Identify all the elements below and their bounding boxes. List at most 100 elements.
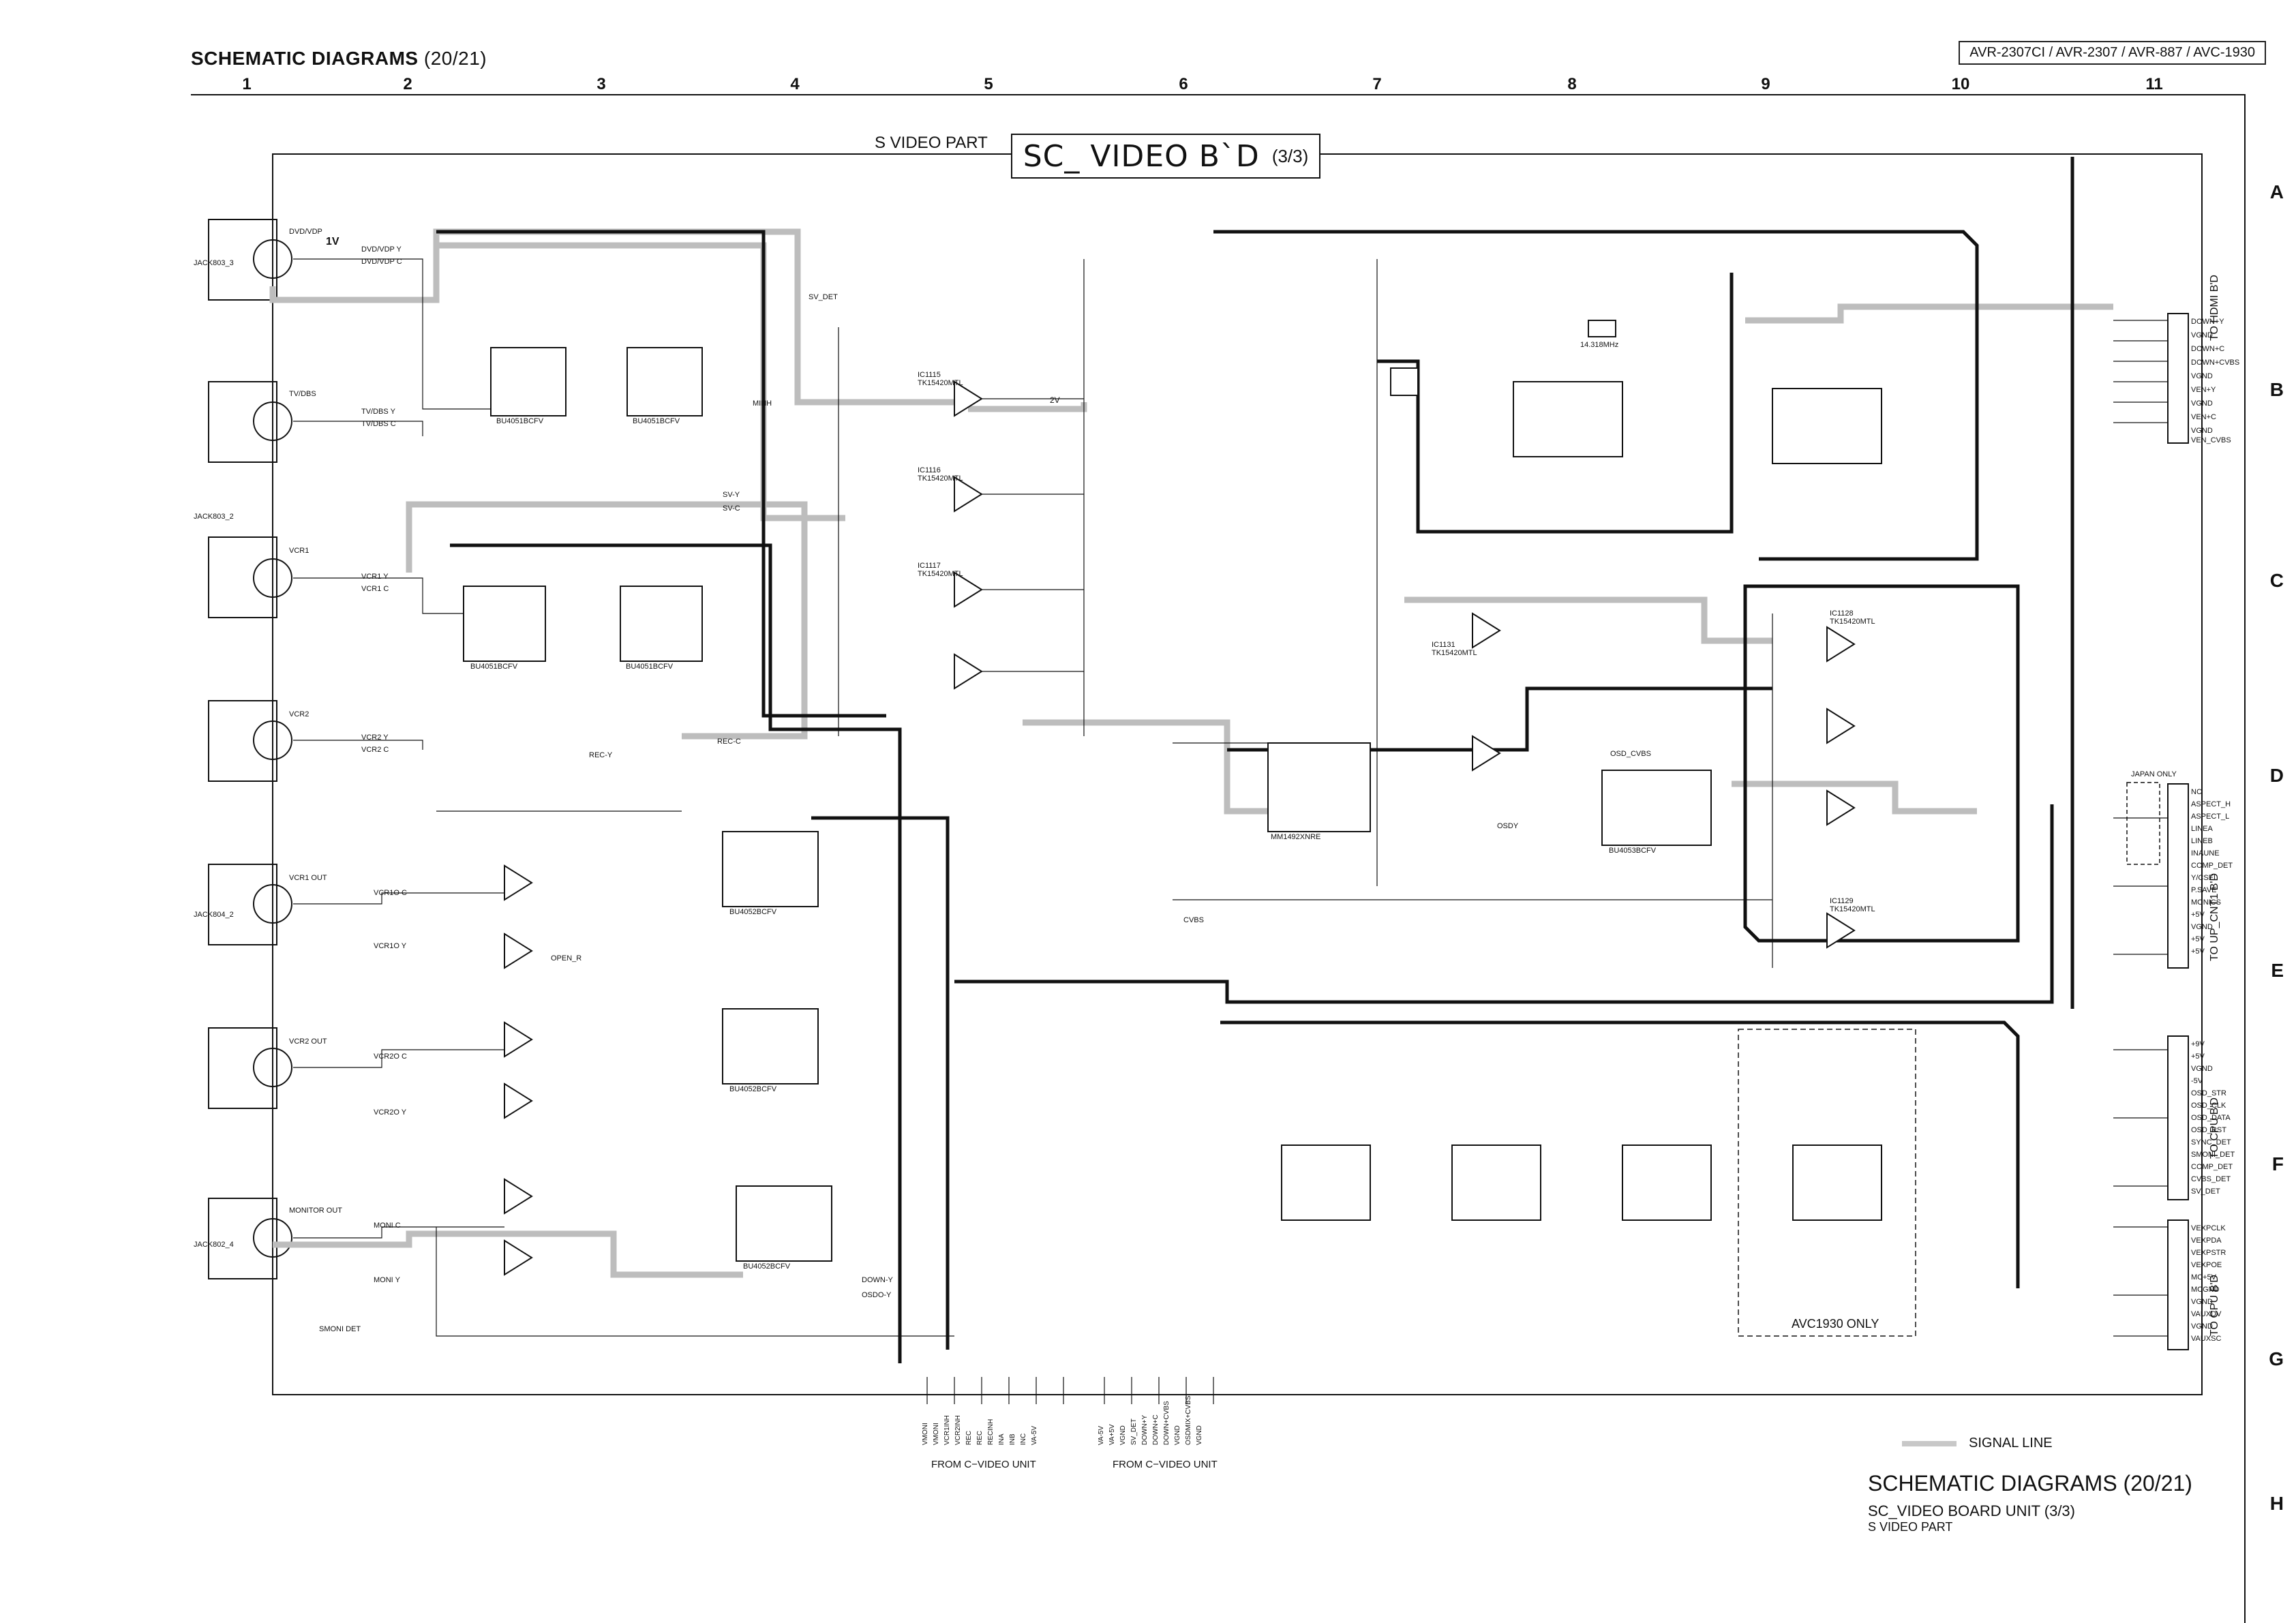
ic-label: TK15420MTL — [1830, 618, 1875, 626]
pin-label: VEN_CVBS — [2191, 436, 2231, 444]
pin-label: DOWN+CVBS — [1163, 1401, 1170, 1445]
pin-label: VAUXSC — [2191, 1335, 2222, 1343]
ic-ref: IC1128 — [1830, 609, 1854, 618]
pin-label: VGND — [2191, 1065, 2213, 1073]
crystal-label: 14.318MHz — [1580, 341, 1619, 349]
pin-label: REC — [976, 1430, 984, 1445]
pin-label: DOWN+C — [2191, 345, 2225, 353]
pin-label: +9V — [2191, 1040, 2205, 1048]
row-label: A — [2269, 181, 2284, 202]
pin-label: CVBS_DET — [2191, 1175, 2231, 1183]
net-label: REC-C — [717, 738, 741, 746]
bottom-connector-label: FROM C−VIDEO UNIT — [1113, 1459, 1218, 1470]
net-label: OSDY — [1497, 822, 1519, 830]
pin-label: VGND — [1119, 1425, 1127, 1445]
pin-label: OSD_CLK — [2191, 1102, 2226, 1110]
pin-label: +5V — [2191, 947, 2205, 956]
row-label: H — [2269, 1493, 2284, 1514]
col-label: 4 — [790, 75, 800, 93]
pin-label: MCGND — [2191, 1286, 2220, 1294]
row-label: G — [2269, 1348, 2284, 1369]
ic-ref: IC1131 — [1432, 641, 1455, 649]
pin-label: VA+5V — [1108, 1424, 1116, 1445]
pin-label: VEXPOE — [2191, 1261, 2222, 1269]
pin-label: INB — [1009, 1434, 1016, 1445]
pin-label: SV_DET — [1130, 1419, 1138, 1445]
net-label: REC-Y — [589, 751, 613, 759]
net-label: OPEN_R — [551, 954, 582, 962]
pin-label: Y/CSEL — [2191, 874, 2218, 882]
pin-label: VEXPSTR — [2191, 1249, 2226, 1257]
jack-id: JACK804_2 — [194, 911, 234, 919]
grid-ruler-top — [191, 94, 2246, 95]
connector-title: TO CPU B'D — [2209, 1097, 2220, 1159]
pin-label: VEXPCLK — [2191, 1224, 2226, 1232]
ic-label: BU4052BCFV — [729, 908, 777, 916]
signal-label: VCR1O C — [374, 889, 407, 897]
japan-only-label: JAPAN ONLY — [2131, 770, 2177, 778]
pin-label: NC — [2191, 788, 2202, 796]
jack-id: JACK802_4 — [194, 1241, 234, 1249]
board-outline — [272, 153, 2203, 1395]
col-label: 10 — [1951, 75, 1970, 93]
signal-label: VCR2 Y — [361, 733, 389, 742]
signal-label: DVD/VDP Y — [361, 245, 402, 254]
pin-label: VGND — [2191, 1298, 2213, 1306]
pin-label: LINEA — [2191, 825, 2213, 833]
pin-label: VA-5V — [1098, 1425, 1105, 1445]
pin-label: MONICS — [2191, 898, 2221, 907]
jack-id: JACK803_3 — [194, 259, 234, 267]
net-label: OSD_CVBS — [1610, 750, 1651, 758]
pin-label: +5V — [2191, 911, 2205, 919]
pin-label: VCR1INH — [943, 1415, 951, 1445]
signal-label: VCR1 C — [361, 585, 389, 593]
pin-label: -5V — [2191, 1077, 2203, 1085]
row-label: B — [2269, 379, 2284, 400]
signal-label: MONI C — [374, 1222, 401, 1230]
jack-id: JACK803_2 — [194, 513, 234, 521]
pin-label: DOWN+Y — [1141, 1414, 1149, 1445]
net-label: SV-C — [723, 504, 740, 513]
row-label: C — [2269, 570, 2284, 591]
ic-ref: IC1117 — [918, 562, 941, 570]
signal-label: VCR1 Y — [361, 573, 389, 581]
voltage-label: 2V — [1050, 395, 1060, 405]
net-label: SV-Y — [723, 491, 740, 499]
net-label: MINH — [753, 399, 772, 408]
pin-label: SMONI_DET — [2191, 1151, 2235, 1159]
jack-frame — [208, 219, 277, 301]
footer-title: SCHEMATIC DIAGRAMS (20/21) — [1868, 1471, 2192, 1496]
board-title-box: SC_ VIDEO B`D (3/3) — [1011, 134, 1320, 179]
jack-frame — [208, 381, 277, 463]
pin-label: VMONI — [922, 1423, 929, 1445]
net-label: SV_DET — [809, 293, 838, 301]
pin-label: VGND — [1196, 1425, 1203, 1445]
pin-label: +5V — [2191, 935, 2205, 943]
section-label: S VIDEO PART — [875, 134, 988, 152]
ic-label: BU4051BCFV — [626, 663, 674, 671]
pin-label: INA — [998, 1434, 1006, 1445]
pin-label: VGND — [2191, 427, 2213, 435]
jack-title: VCR2 OUT — [289, 1037, 327, 1046]
pin-label: VEN+Y — [2191, 386, 2216, 394]
signal-label: VCR1O Y — [374, 942, 407, 950]
col-label: 2 — [403, 75, 412, 93]
pin-label: P.SAVE — [2191, 886, 2217, 894]
pin-label: ASPECT_H — [2191, 800, 2231, 808]
model-list: AVR-2307CI / AVR-2307 / AVR-887 / AVC-19… — [1959, 41, 2266, 65]
signal-label: VCR2 C — [361, 746, 389, 754]
jack-frame — [208, 1027, 277, 1109]
pin-label: VAUXDV — [2191, 1310, 2222, 1318]
signal-line-swatch — [1902, 1440, 1957, 1446]
ic-label: TK15420MTL — [918, 474, 963, 483]
jack-frame — [208, 700, 277, 782]
footer-subtitle: SC_VIDEO BOARD UNIT (3/3) — [1868, 1502, 2075, 1519]
signal-label: DVD/VDP C — [361, 258, 402, 266]
page-title: SCHEMATIC DIAGRAMS (20/21) — [191, 48, 487, 70]
jack-frame — [208, 536, 277, 618]
pin-label: COMP_DET — [2191, 1163, 2233, 1171]
pin-label: LINEB — [2191, 837, 2213, 845]
col-label: 8 — [1567, 75, 1577, 93]
pin-label: ASPECT_L — [2191, 813, 2230, 821]
pin-label: OSDMIX+CVBS — [1185, 1395, 1192, 1445]
